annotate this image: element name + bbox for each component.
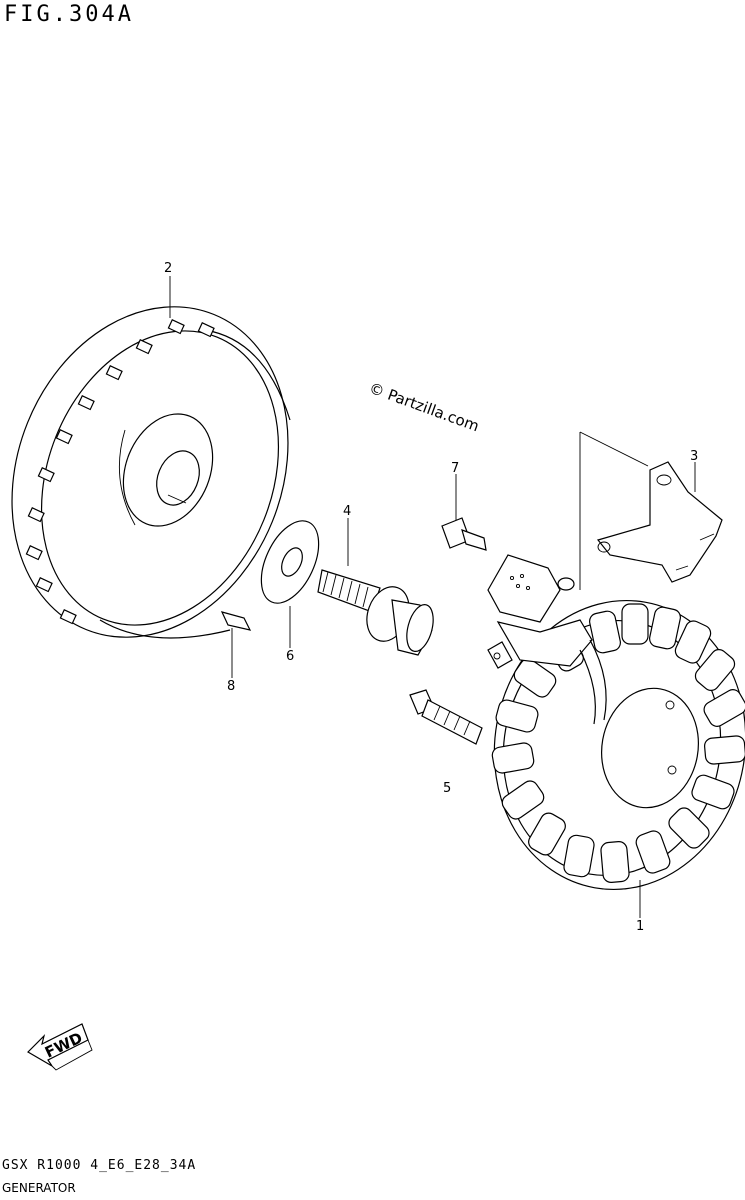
callout-4: 4 <box>343 504 351 519</box>
stator-assembly[interactable] <box>472 554 745 910</box>
callout-2: 2 <box>164 261 172 276</box>
figure-title: FIG.304A <box>4 2 134 27</box>
footer-name: GENERATOR <box>2 1181 76 1195</box>
washer[interactable] <box>250 512 331 612</box>
footer-code: GSX R1000 4_E6_E28_34A <box>2 1158 197 1173</box>
woodruff-key[interactable] <box>220 611 252 631</box>
leader-lines <box>169 276 696 918</box>
callout-3: 3 <box>690 449 698 464</box>
rotor-flywheel[interactable] <box>0 265 336 679</box>
fwd-arrow-icon: FWD <box>27 1023 93 1071</box>
callout-5: 5 <box>443 781 451 796</box>
stator-bolt[interactable] <box>409 689 483 745</box>
stator-cable-bolt[interactable] <box>441 517 487 551</box>
pickup-coil <box>487 554 607 725</box>
callout-1: 1 <box>636 919 644 934</box>
wire-clamp-plate[interactable] <box>596 461 723 583</box>
watermark-text: © Partzilla.com <box>367 379 482 436</box>
callout-6: 6 <box>286 649 294 664</box>
callout-7: 7 <box>451 461 459 476</box>
rotor-slots <box>25 319 215 625</box>
callout-labels: 2 4 6 8 7 3 5 1 <box>164 261 698 934</box>
callout-8: 8 <box>227 679 235 694</box>
rotor-bolt[interactable] <box>317 569 438 656</box>
